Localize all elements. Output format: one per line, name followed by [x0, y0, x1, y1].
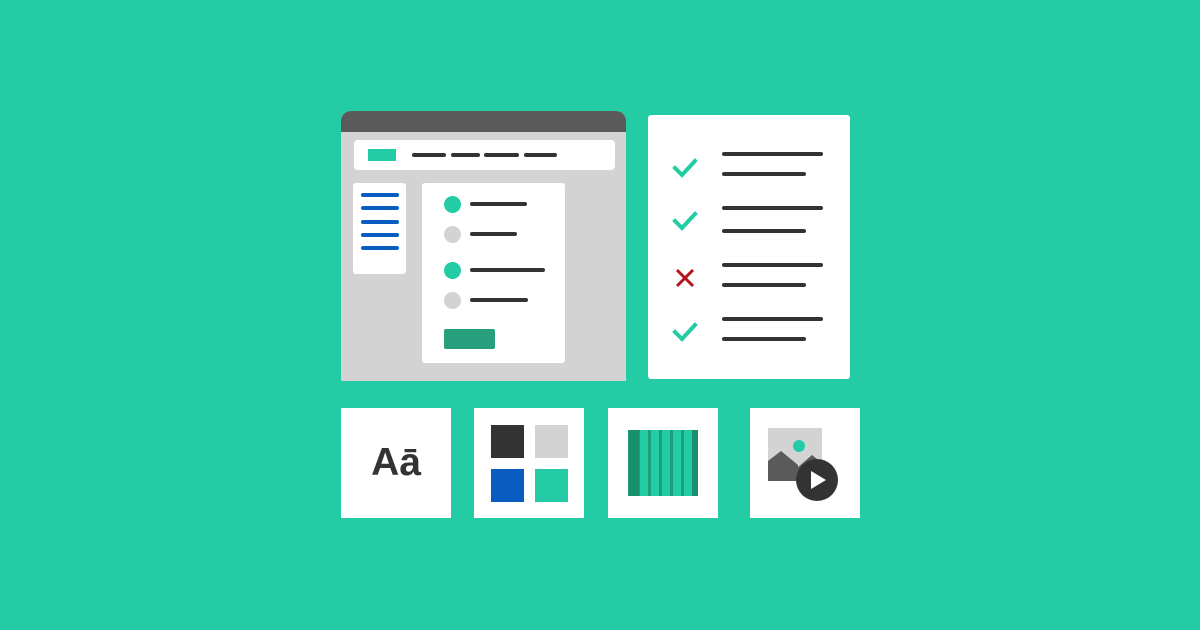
checklist-line [722, 283, 806, 287]
radio-selected-icon[interactable] [444, 262, 461, 279]
radio-selected-icon[interactable] [444, 196, 461, 213]
sidebar-line [361, 193, 399, 197]
check-icon [672, 211, 698, 231]
form-label-line [470, 232, 517, 236]
x-icon [675, 268, 695, 288]
check-icon [672, 158, 698, 178]
nav-link-placeholder [524, 153, 557, 157]
sidebar-panel [353, 183, 406, 274]
radio-unselected-icon[interactable] [444, 292, 461, 309]
checklist-line [722, 263, 823, 267]
layout-grid-icon [628, 430, 698, 496]
form-label-line [470, 298, 528, 302]
radio-unselected-icon[interactable] [444, 226, 461, 243]
checklist-line [722, 229, 806, 233]
sidebar-line [361, 246, 399, 250]
nav-link-placeholder [412, 153, 446, 157]
typography-icon: Aā [371, 441, 421, 484]
form-label-line [470, 202, 527, 206]
browser-window-illustration [341, 111, 626, 381]
checklist-line [722, 337, 806, 341]
image-video-icon [768, 428, 838, 501]
sidebar-line [361, 233, 399, 237]
color-swatch-green [535, 469, 568, 502]
checklist-card [648, 115, 850, 379]
media-tile[interactable] [750, 408, 860, 518]
checklist-line [722, 317, 823, 321]
typography-tile[interactable]: Aā [341, 408, 451, 518]
nav-link-placeholder [484, 153, 519, 157]
layout-grid-tile[interactable] [608, 408, 718, 518]
sidebar-line [361, 220, 399, 224]
submit-button[interactable] [444, 329, 495, 349]
nav-link-placeholder [451, 153, 480, 157]
color-palette-tile[interactable] [474, 408, 584, 518]
check-icon [672, 322, 698, 342]
browser-nav-bar [354, 140, 615, 170]
form-label-line [470, 268, 545, 272]
sidebar-line [361, 206, 399, 210]
checklist-line [722, 172, 806, 176]
nav-logo-block [368, 149, 396, 161]
form-panel [422, 183, 565, 363]
color-swatch-blue [491, 469, 524, 502]
browser-title-bar [341, 111, 626, 132]
color-swatch-dark [491, 425, 524, 458]
checklist-line [722, 206, 823, 210]
color-swatch-light-gray [535, 425, 568, 458]
checklist-line [722, 152, 823, 156]
